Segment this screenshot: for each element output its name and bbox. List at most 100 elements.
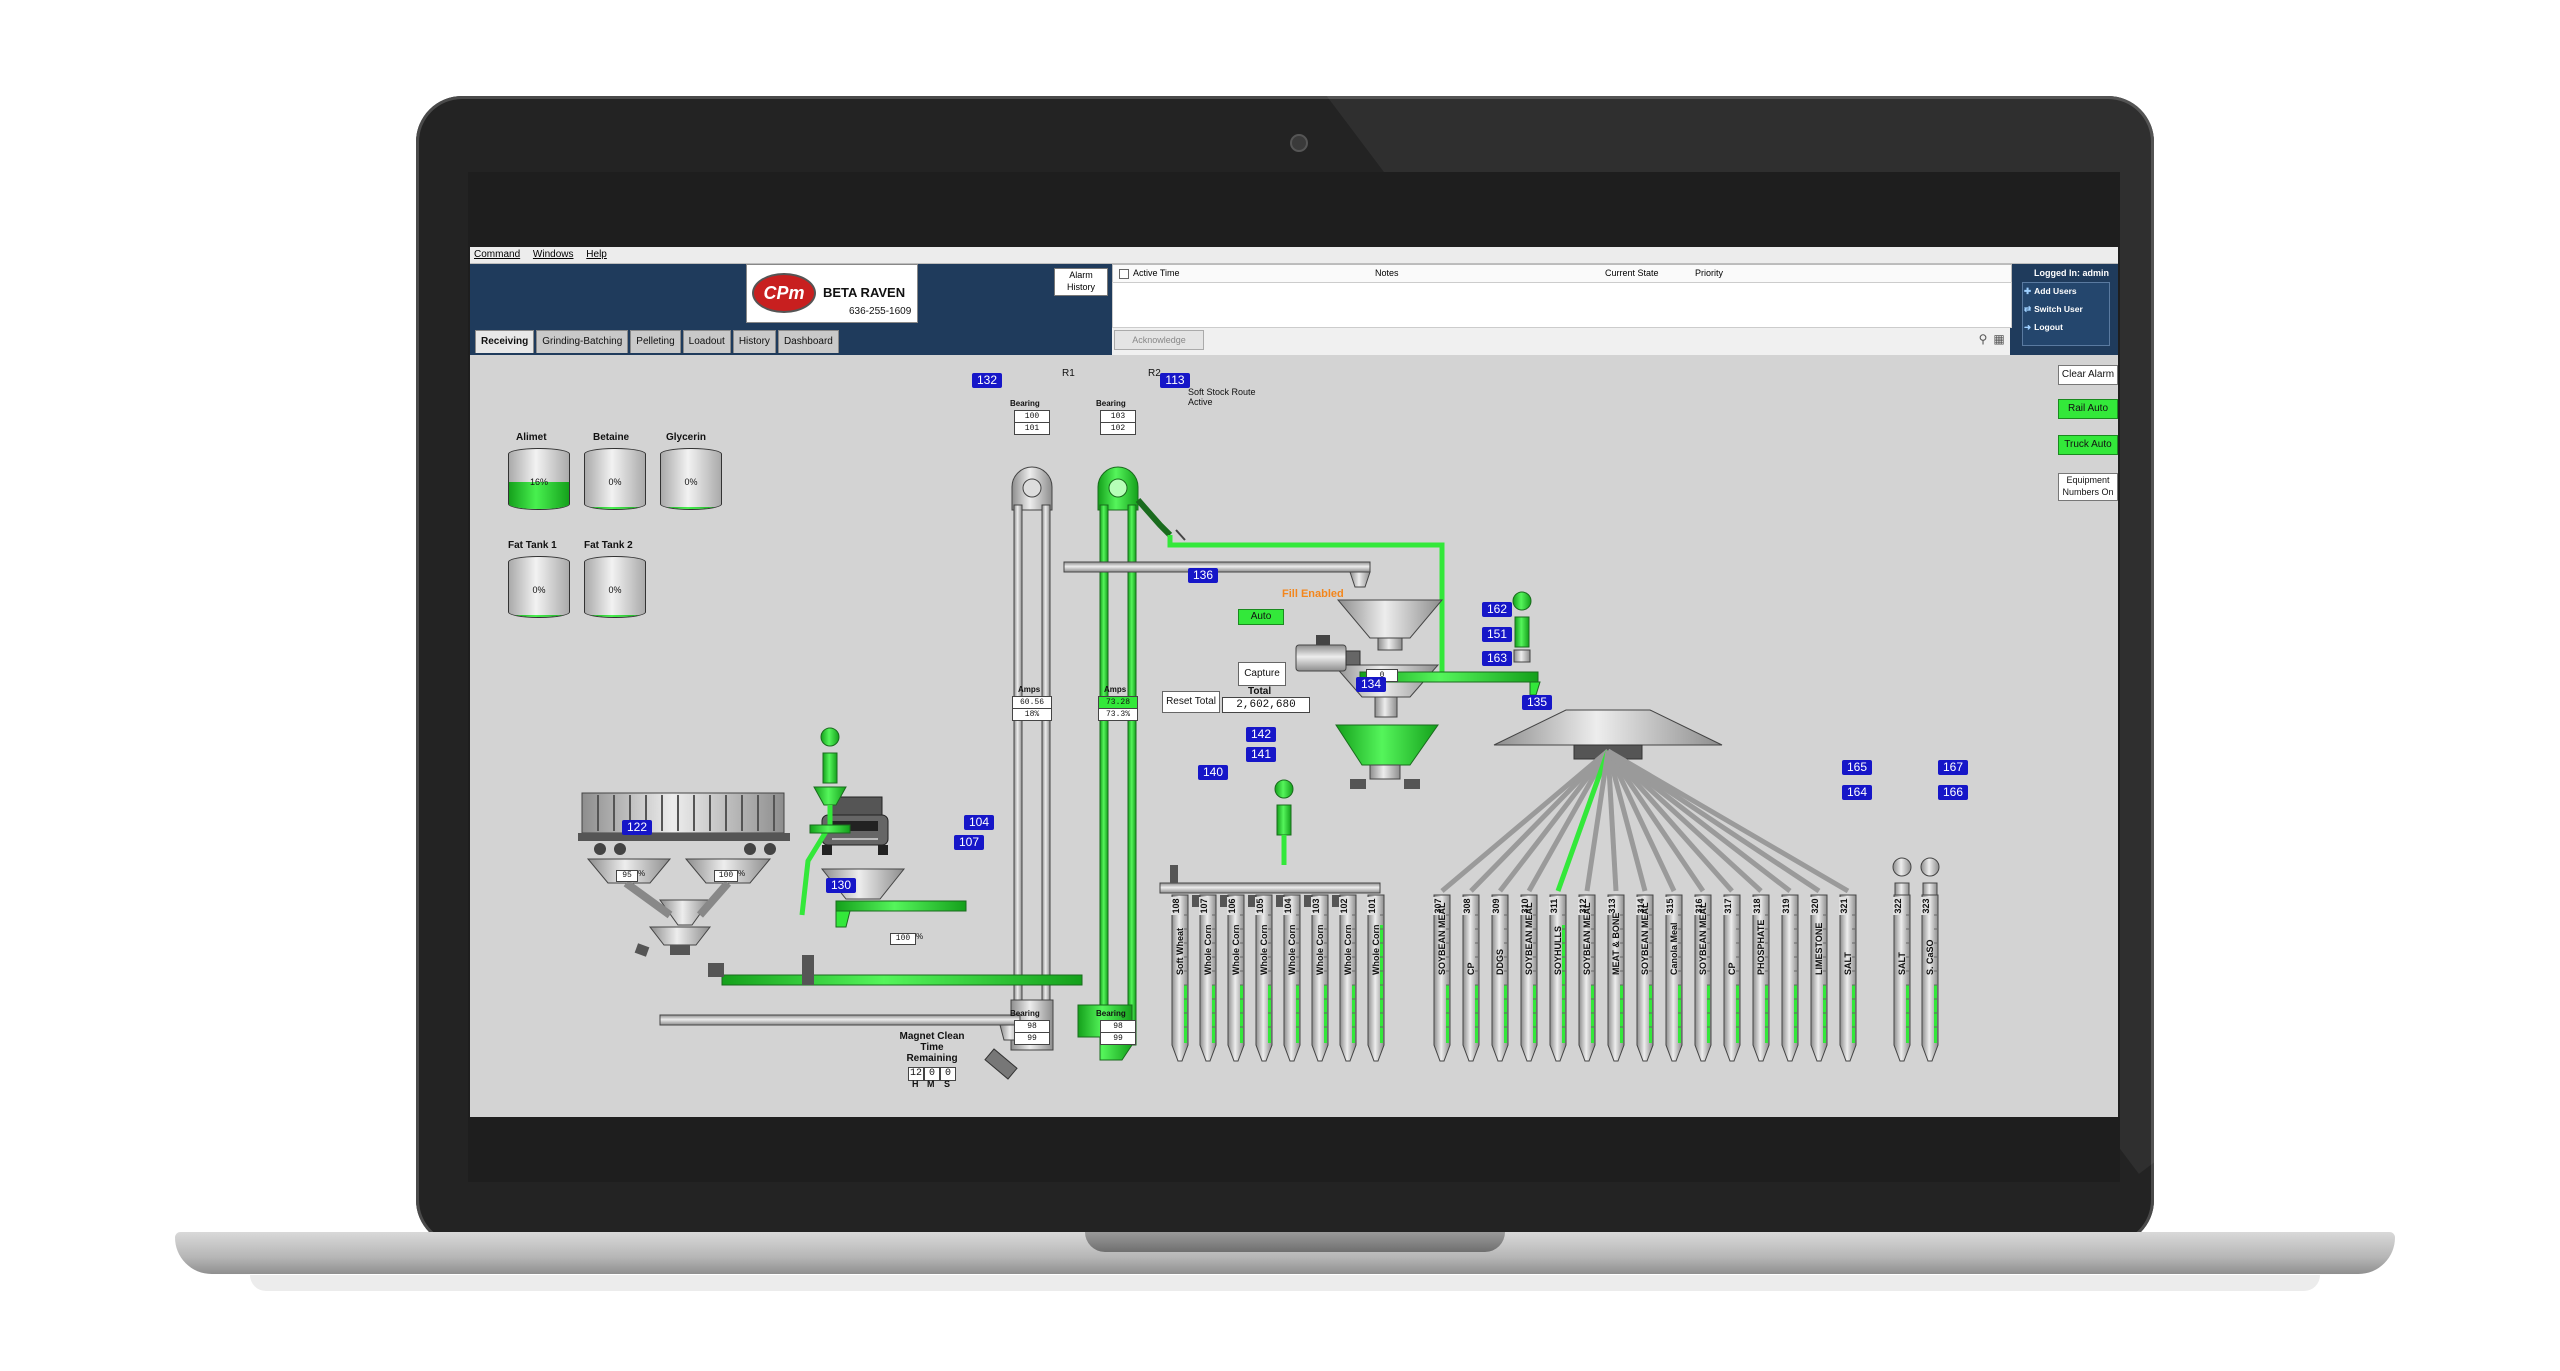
bin[interactable] — [1433, 894, 1451, 1062]
tab-loadout[interactable]: Loadout — [682, 330, 731, 353]
tag-167[interactable]: 167 — [1938, 760, 1968, 775]
tag-166[interactable]: 166 — [1938, 785, 1968, 800]
distributor-spout — [1605, 749, 1706, 893]
bin[interactable] — [1491, 894, 1509, 1062]
tank-betaine[interactable]: 0% — [584, 442, 646, 512]
tag-164[interactable]: 164 — [1842, 785, 1872, 800]
bin[interactable] — [1171, 894, 1189, 1062]
bin[interactable] — [1311, 894, 1329, 1062]
bin[interactable] — [1283, 894, 1301, 1062]
add-users-link[interactable]: ✚Add Users — [2024, 286, 2077, 297]
tag-140[interactable]: 140 — [1198, 765, 1228, 780]
alarm-select-all-checkbox[interactable] — [1119, 269, 1129, 279]
distributor-spout — [1469, 749, 1610, 893]
bin[interactable] — [1636, 894, 1654, 1062]
bin-number: 323 — [1921, 897, 1931, 915]
tab-grinding-batching[interactable]: Grinding-Batching — [536, 330, 629, 353]
bin[interactable] — [1549, 894, 1567, 1062]
col-notes[interactable]: Notes — [1375, 268, 1399, 278]
tag-132[interactable]: 132 — [972, 373, 1002, 388]
tag-134[interactable]: 134 — [1356, 677, 1386, 692]
rail-auto-button[interactable]: Rail Auto — [2058, 399, 2118, 419]
add-users-label: Add Users — [2034, 286, 2077, 296]
bin[interactable] — [1665, 894, 1683, 1062]
alarm-panel: Active Time Notes Current State Priority… — [1112, 264, 2012, 355]
alarm-history-button[interactable]: Alarm History — [1054, 268, 1108, 296]
tank-label-fat-tank-1: Fat Tank 1 — [508, 540, 557, 551]
bin[interactable] — [1893, 894, 1911, 1062]
bin[interactable] — [1921, 894, 1939, 1062]
tag-162[interactable]: 162 — [1482, 602, 1512, 617]
bin[interactable] — [1367, 894, 1385, 1062]
bin[interactable] — [1227, 894, 1245, 1062]
magnet-label: Magnet Clean Time Remaining — [899, 1031, 965, 1064]
clear-alarm-button[interactable]: Clear Alarm — [2058, 365, 2118, 385]
acknowledge-button[interactable]: Acknowledge — [1114, 330, 1204, 350]
total-value: 2,602,680 — [1222, 697, 1310, 713]
tag-130[interactable]: 130 — [826, 878, 856, 893]
tab-receiving[interactable]: Receiving — [475, 330, 535, 353]
tank-alimet[interactable]: 16% — [508, 442, 570, 512]
col-priority[interactable]: Priority — [1695, 268, 1724, 278]
bin[interactable] — [1255, 894, 1273, 1062]
bin[interactable] — [1781, 894, 1799, 1062]
bin[interactable] — [1520, 894, 1538, 1062]
tab-pelleting[interactable]: Pelleting — [630, 330, 681, 353]
alarm-table-header: Active Time Notes Current State Priority — [1112, 264, 2012, 283]
bin-name: Whole Corn — [1315, 924, 1325, 976]
tag-142[interactable]: 142 — [1246, 727, 1276, 742]
truck-auto-button[interactable]: Truck Auto — [2058, 435, 2118, 455]
equipment-numbers-button[interactable]: Equipment Numbers On — [2058, 473, 2118, 501]
tag-113[interactable]: 113 — [1160, 373, 1190, 388]
col-active-time[interactable]: Active Time — [1133, 268, 1180, 278]
tag-107[interactable]: 107 — [954, 835, 984, 850]
bin-name: SOYBEAN MEAL — [1640, 902, 1650, 975]
bin[interactable] — [1723, 894, 1741, 1062]
tag-151[interactable]: 151 — [1482, 627, 1512, 642]
reset-total-button[interactable]: Reset Total — [1162, 691, 1220, 713]
logout-link[interactable]: ➜Logout — [2024, 322, 2063, 333]
distributor-spout — [1526, 749, 1611, 893]
switch-user-link[interactable]: ⇄Switch User — [2024, 304, 2083, 315]
bin[interactable] — [1752, 894, 1770, 1062]
menu-windows[interactable]: Windows — [532, 249, 574, 260]
logged-in-label: Logged In: admin — [2034, 268, 2109, 278]
tab-history[interactable]: History — [732, 330, 776, 353]
tank-fat-2[interactable]: 0% — [584, 550, 646, 620]
truck-pit-unit: % — [916, 932, 924, 941]
elevator-r2[interactable] — [1077, 466, 1139, 1061]
capture-button[interactable]: Capture — [1238, 662, 1286, 686]
company-logo: CPm BETA RAVEN 636-255-1609 — [746, 264, 918, 323]
menu-help[interactable]: Help — [586, 249, 607, 260]
bin[interactable] — [1607, 894, 1625, 1062]
tag-104[interactable]: 104 — [964, 815, 994, 830]
search-icon[interactable]: ⚲ — [1978, 332, 1988, 346]
tag-141[interactable]: 141 — [1246, 747, 1276, 762]
alarm-list[interactable] — [1112, 282, 2012, 328]
tab-dashboard[interactable]: Dashboard — [777, 330, 839, 353]
tank-value: 0% — [608, 585, 622, 595]
bin[interactable] — [1810, 894, 1828, 1062]
tank-value: 0% — [608, 477, 622, 487]
tank-fat-1[interactable]: 0% — [508, 550, 570, 620]
tag-163[interactable]: 163 — [1482, 651, 1512, 666]
bin-number: 318 — [1752, 897, 1762, 915]
bin[interactable] — [1199, 894, 1217, 1062]
bin[interactable] — [1839, 894, 1857, 1062]
tag-135[interactable]: 135 — [1522, 695, 1552, 710]
bin[interactable] — [1578, 894, 1596, 1062]
tag-165[interactable]: 165 — [1842, 760, 1872, 775]
col-current-state[interactable]: Current State — [1605, 268, 1659, 278]
bin-name: Whole Corn — [1203, 924, 1213, 976]
grid-icon[interactable]: ▦ — [1993, 332, 2005, 346]
bin-name: CP — [1727, 962, 1737, 975]
tag-122[interactable]: 122 — [622, 820, 652, 835]
bin[interactable] — [1462, 894, 1480, 1062]
menu-command[interactable]: Command — [474, 249, 521, 260]
tag-136[interactable]: 136 — [1188, 568, 1218, 583]
bin[interactable] — [1339, 894, 1357, 1062]
auto-button[interactable]: Auto — [1238, 609, 1284, 625]
tank-glycerin[interactable]: 0% — [660, 442, 722, 512]
bin[interactable] — [1694, 894, 1712, 1062]
rail-pit-1-pct: 95 — [616, 870, 638, 882]
